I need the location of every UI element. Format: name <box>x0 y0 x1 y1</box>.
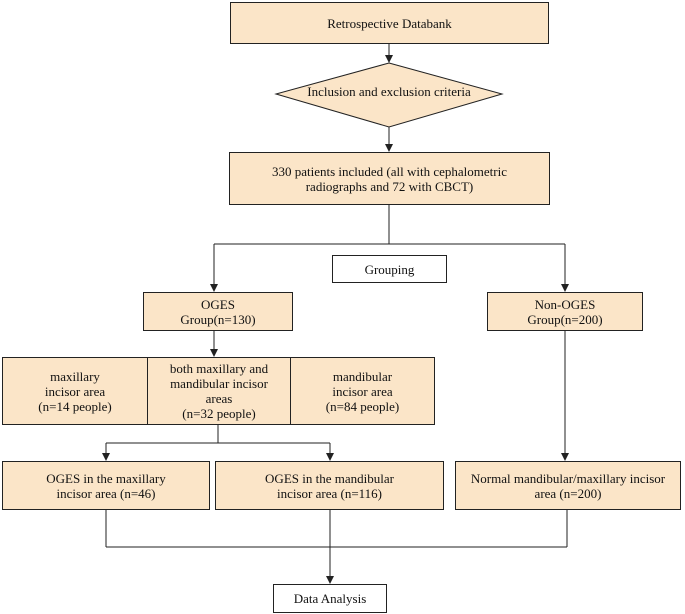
patients-included-box: 330 patients included (all with cephalom… <box>229 152 550 205</box>
retrospective-databank-box: Retrospective Databank <box>230 2 549 44</box>
non-oges-group-label: Non-OGES Group(n=200) <box>527 296 603 327</box>
normal-incisor-label: Normal mandibular/maxillary incisor area… <box>470 470 666 501</box>
oges-maxillary-box: OGES in the maxillary incisor area (n=46… <box>2 461 210 510</box>
data-analysis-label: Data Analysis <box>293 591 367 606</box>
both-areas-box: both maxillary and mandibular incisor ar… <box>147 357 291 425</box>
maxillary-area-box: maxillary incisor area (n=14 people) <box>2 357 148 425</box>
maxillary-area-label: maxillary incisor area (n=14 people) <box>38 368 112 414</box>
mandibular-area-label: mandibular incisor area (n=84 people) <box>325 368 400 414</box>
oges-group-box: OGES Group(n=130) <box>143 292 293 331</box>
normal-incisor-box: Normal mandibular/maxillary incisor area… <box>455 461 681 510</box>
non-oges-group-box: Non-OGES Group(n=200) <box>487 292 643 331</box>
criteria-label: Inclusion and exclusion criteria <box>307 84 471 99</box>
grouping-label: Grouping <box>364 261 415 277</box>
mandibular-area-box: mandibular incisor area (n=84 people) <box>290 357 435 425</box>
oges-mandibular-box: OGES in the mandibular incisor area (n=1… <box>215 461 444 510</box>
data-analysis-box: Data Analysis <box>273 584 387 613</box>
oges-group-label: OGES Group(n=130) <box>180 296 256 327</box>
retrospective-databank-label: Retrospective Databank <box>327 15 452 31</box>
oges-mandibular-label: OGES in the mandibular incisor area (n=1… <box>265 470 394 501</box>
both-areas-label: both maxillary and mandibular incisor ar… <box>169 361 269 421</box>
grouping-box: Grouping <box>332 255 447 283</box>
patients-included-label: 330 patients included (all with cephalom… <box>271 163 507 194</box>
oges-maxillary-label: OGES in the maxillary incisor area (n=46… <box>46 470 166 501</box>
